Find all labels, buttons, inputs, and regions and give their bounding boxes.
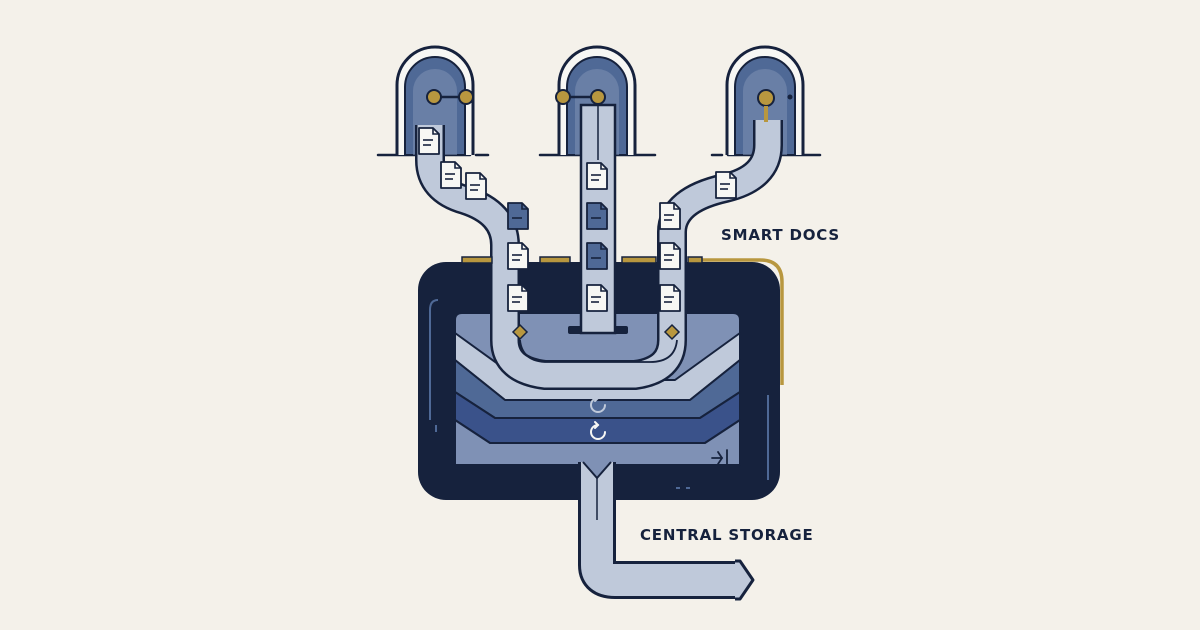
- document-icon: [507, 242, 529, 270]
- export-icon: [711, 449, 728, 465]
- document-icon: [440, 161, 462, 189]
- key-icon: [426, 89, 474, 105]
- document-icon: [418, 127, 440, 155]
- document-icon: [659, 284, 681, 312]
- document-icon: [586, 202, 608, 230]
- document-icon: [507, 202, 529, 230]
- gold-connector: [700, 258, 784, 385]
- central-storage-label: CENTRAL STORAGE: [640, 526, 814, 544]
- document-icon: [659, 202, 681, 230]
- output-chute: [578, 461, 755, 601]
- document-icon: [715, 171, 737, 199]
- document-icon: [465, 172, 487, 200]
- document-icon: [586, 284, 608, 312]
- smart-docs-label: SMART DOCS: [721, 226, 840, 244]
- sync-icon: [590, 421, 606, 440]
- document-icon: [586, 242, 608, 270]
- key-icon: [555, 89, 606, 105]
- gold-junctions: [461, 256, 703, 341]
- key-icon: [757, 89, 793, 122]
- document-icon: [507, 284, 529, 312]
- document-icon: [586, 162, 608, 190]
- sync-icon: [590, 394, 606, 413]
- document-icon: [659, 242, 681, 270]
